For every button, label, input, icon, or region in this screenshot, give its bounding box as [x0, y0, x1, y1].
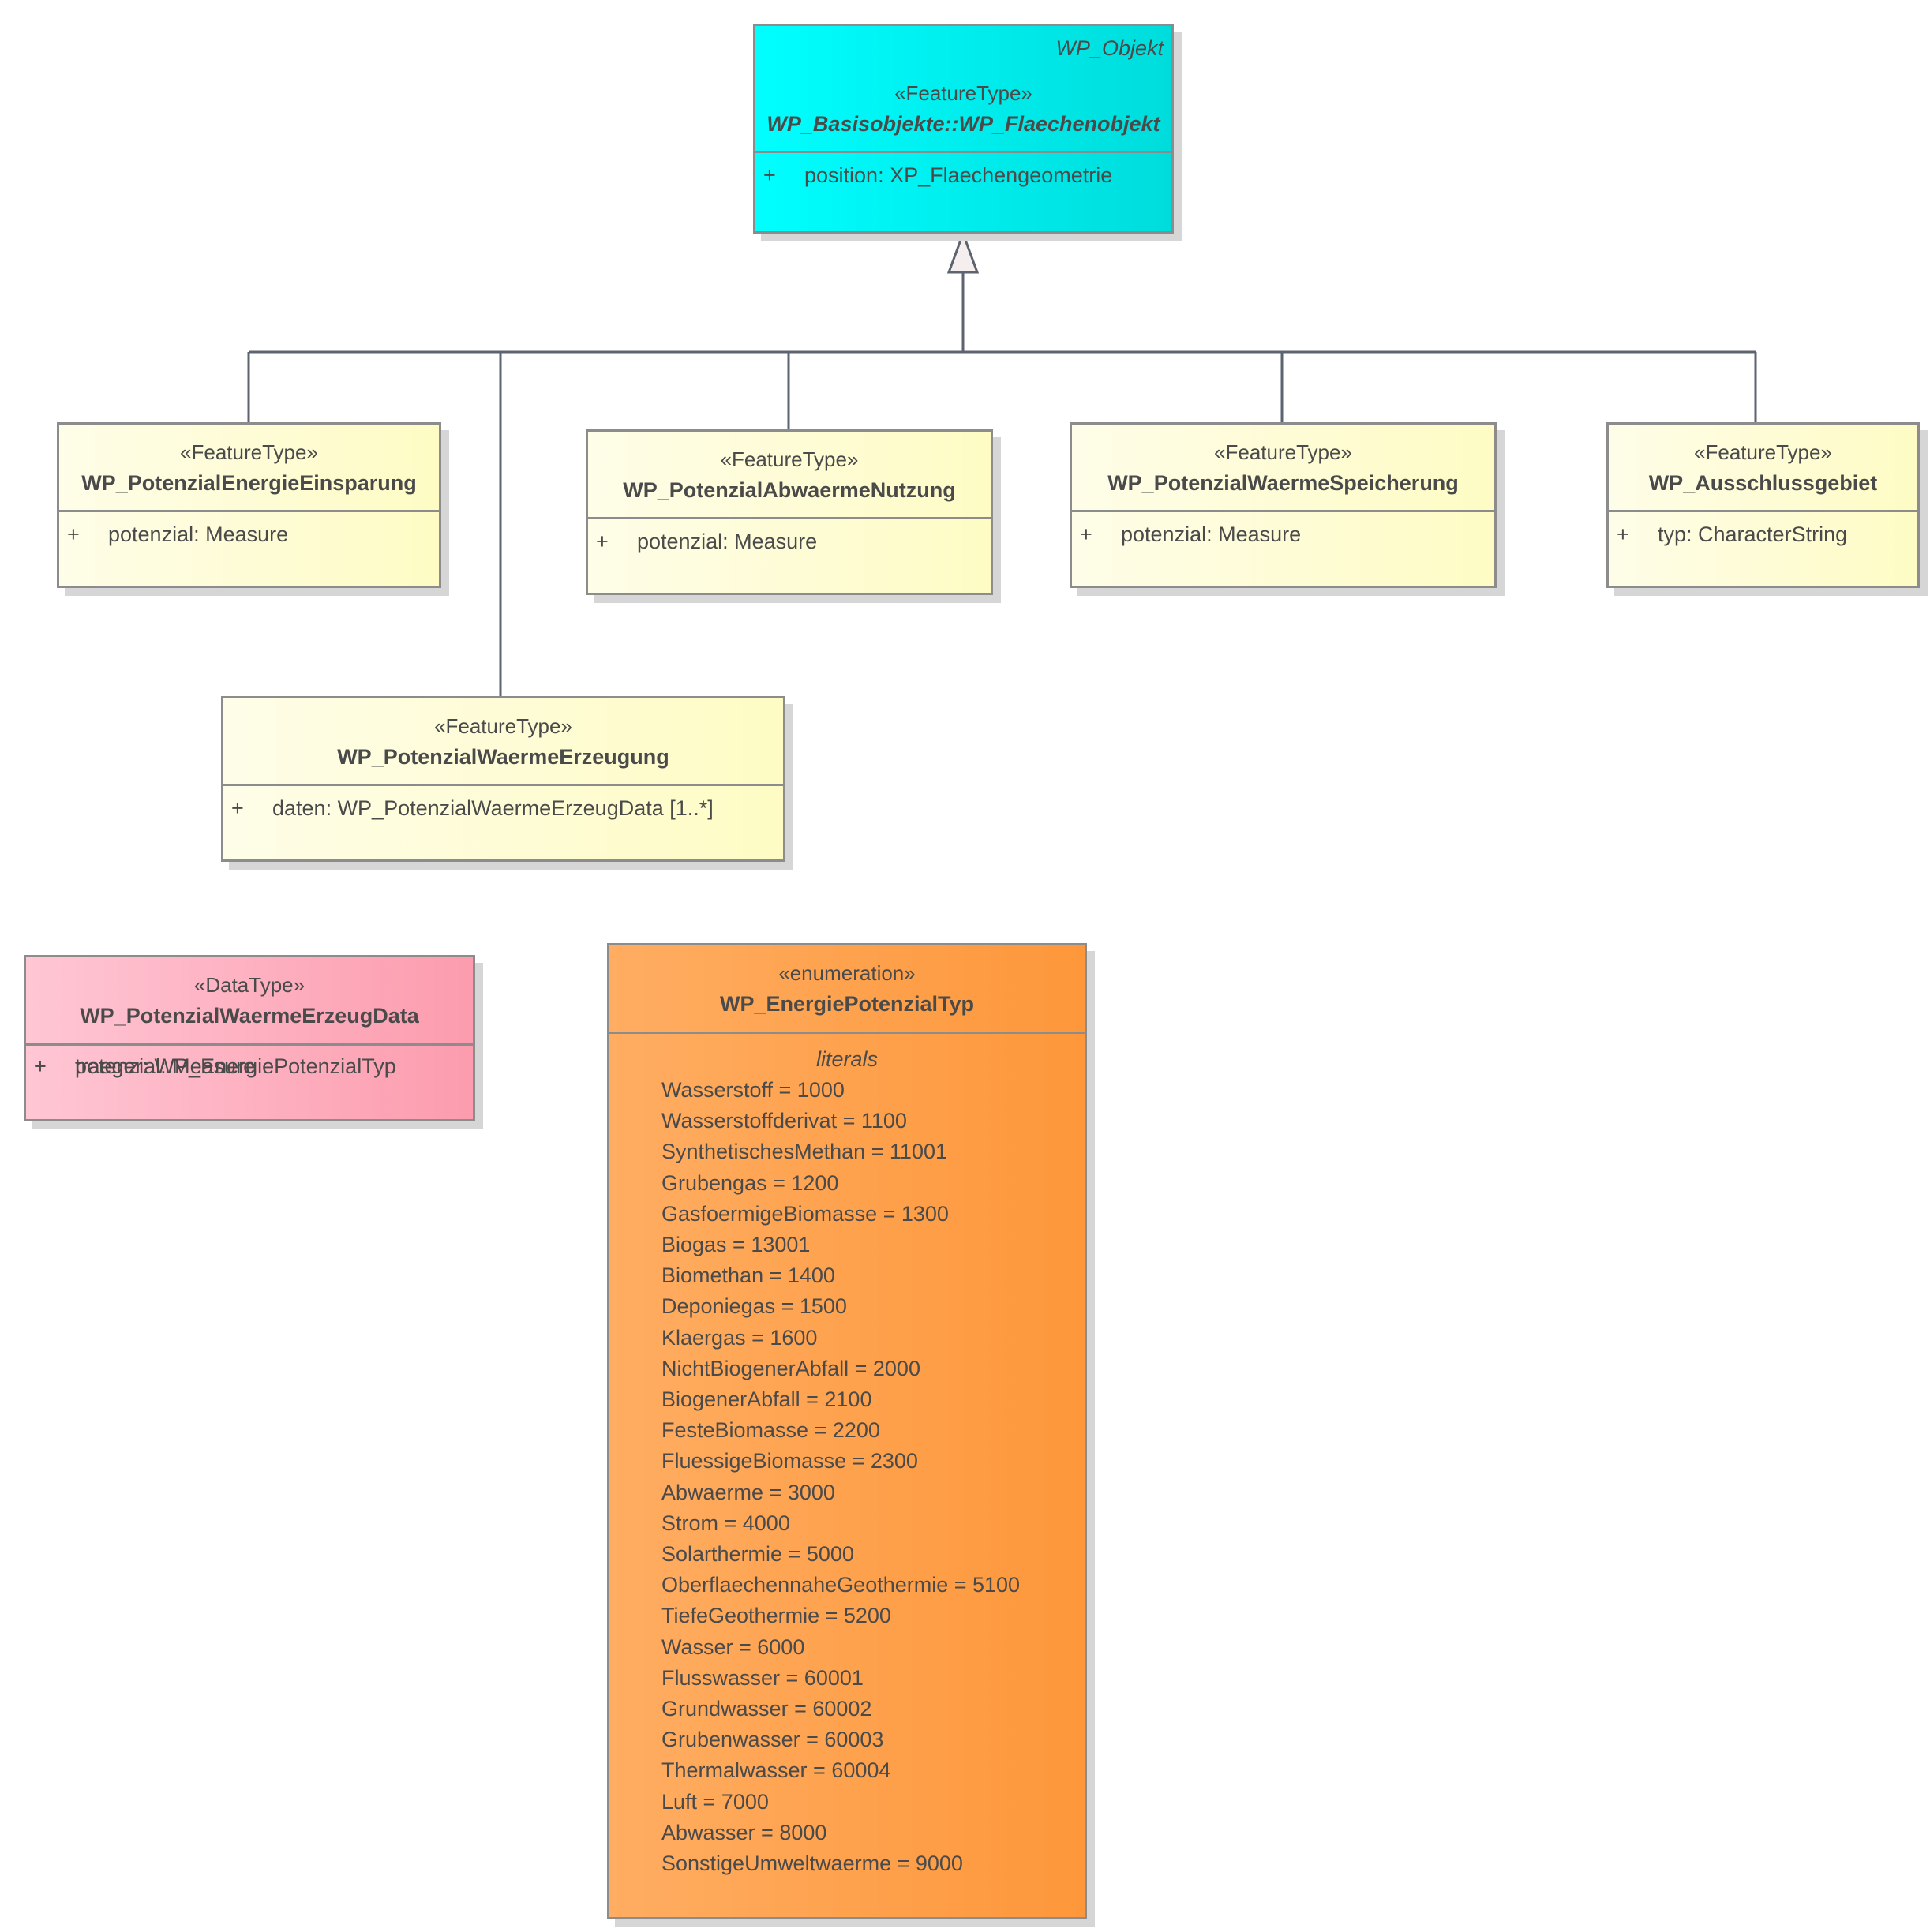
enum-literal: Abwasser = 8000: [661, 1820, 827, 1844]
attribute-visibility: +: [34, 1054, 47, 1078]
attribute-visibility: +: [1617, 522, 1629, 546]
enum-literal: GasfoermigeBiomasse = 1300: [661, 1201, 949, 1226]
class-name: WP_EnergiePotenzialTyp: [719, 992, 975, 1016]
attribute-visibility: +: [67, 522, 80, 546]
enum-literal: Biomethan = 1400: [661, 1264, 835, 1288]
stereotype-label: «FeatureType»: [180, 440, 318, 464]
stereotype-label: «FeatureType»: [894, 81, 1032, 105]
enum-literal: FluessigeBiomasse = 2300: [661, 1449, 918, 1473]
stereotype-label: «DataType»: [193, 973, 305, 997]
attribute-text: daten: WP_PotenzialWaermeErzeugData [1..…: [272, 796, 714, 820]
attribute-visibility: +: [231, 796, 244, 820]
attribute-visibility: +: [34, 1054, 47, 1078]
class-name: WP_PotenzialWaermeErzeugung: [337, 745, 669, 769]
stereotype-label: «FeatureType»: [720, 447, 859, 471]
datatype-wp-potenzial-waerme-erzeug-data[interactable]: «DataType» WP_PotenzialWaermeErzeugData …: [24, 955, 475, 1121]
attribute-text: position: XP_Flaechengeometrie: [804, 163, 1113, 187]
superclass-tag: WP_Objekt: [1055, 36, 1164, 60]
enum-literal: Abwaerme = 3000: [661, 1480, 835, 1504]
attribute-text: potenzial: Measure: [1121, 522, 1302, 546]
class-name: WP_PotenzialWaermeErzeugData: [80, 1004, 419, 1028]
enum-literal: NichtBiogenerAbfall = 2000: [661, 1356, 920, 1380]
enum-literal: OberflaechennaheGeothermie = 5100: [661, 1573, 1021, 1597]
enum-literal: Biogas = 13001: [661, 1233, 811, 1257]
enum-literal: Deponiegas = 1500: [661, 1294, 847, 1319]
class-name: WP_Ausschlussgebiet: [1648, 471, 1878, 495]
stereotype-label: «FeatureType»: [1214, 440, 1352, 464]
enum-literal: Solarthermie = 5000: [661, 1542, 854, 1567]
attribute-text: typ: CharacterString: [1658, 522, 1848, 546]
class-wp-flaechenobjekt[interactable]: WP_Objekt «FeatureType» WP_Basisobjekte:…: [753, 24, 1174, 234]
stereotype-label: «enumeration»: [778, 961, 916, 985]
generalization-arrowhead: [946, 230, 980, 274]
enum-literal: SonstigeUmweltwaerme = 9000: [661, 1852, 963, 1876]
class-wp-potenzial-energie-einsparung[interactable]: «FeatureType» WP_PotenzialEnergieEinspar…: [57, 422, 441, 588]
enumeration-wp-energie-potenzial-typ[interactable]: «enumeration» WP_EnergiePotenzialTyp lit…: [607, 943, 1087, 1919]
stereotype-label: «FeatureType»: [434, 714, 572, 738]
enum-literal: Grubengas = 1200: [661, 1170, 839, 1195]
class-wp-potenzial-abwaerme-nutzung[interactable]: «FeatureType» WP_PotenzialAbwaermeNutzun…: [586, 429, 993, 595]
literals-section-title: literals: [815, 1047, 879, 1071]
enum-literal: Grundwasser = 60002: [661, 1697, 872, 1721]
class-name: WP_Basisobjekte::WP_Flaechenobjekt: [766, 112, 1160, 136]
class-wp-potenzial-waerme-speicherung[interactable]: «FeatureType» WP_PotenzialWaermeSpeicher…: [1070, 422, 1497, 588]
enum-literal: TiefeGeothermie = 5200: [661, 1604, 891, 1628]
enum-literal: Klaergas = 1600: [661, 1325, 818, 1350]
enum-literal: FesteBiomasse = 2200: [661, 1418, 880, 1443]
enum-literal: Strom = 4000: [661, 1511, 790, 1535]
enum-literal: Wasserstoffderivat = 1100: [661, 1109, 907, 1133]
class-name: WP_PotenzialAbwaermeNutzung: [623, 478, 956, 502]
attribute-visibility: +: [596, 530, 609, 553]
attribute-text: traeger: WP_EnergiePotenzialTyp: [75, 1054, 396, 1078]
class-name: WP_PotenzialWaermeSpeicherung: [1107, 471, 1459, 495]
stereotype-label: «FeatureType»: [1694, 440, 1832, 464]
attribute-text: potenzial: Measure: [637, 530, 818, 553]
attribute-text: potenzial: Measure: [75, 1054, 256, 1078]
enum-literal: Flusswasser = 60001: [661, 1665, 864, 1690]
enum-literal: Luft = 7000: [661, 1789, 769, 1814]
class-wp-potenzial-waerme-erzeugung[interactable]: «FeatureType» WP_PotenzialWaermeErzeugun…: [221, 696, 785, 862]
attribute-visibility: +: [1080, 522, 1092, 546]
class-name: WP_PotenzialEnergieEinsparung: [81, 471, 417, 495]
enum-literal: Thermalwasser = 60004: [661, 1758, 891, 1783]
enum-literal: Grubenwasser = 60003: [661, 1728, 884, 1752]
enum-literal: Wasserstoff = 1000: [661, 1078, 845, 1102]
enum-literal: BiogenerAbfall = 2100: [661, 1387, 872, 1412]
enum-literal: Wasser = 6000: [661, 1634, 805, 1659]
enum-literal: SynthetischesMethan = 11001: [661, 1140, 947, 1164]
class-wp-ausschlussgebiet[interactable]: «FeatureType» WP_Ausschlussgebiet + typ:…: [1606, 422, 1920, 588]
attribute-text: potenzial: Measure: [108, 522, 289, 546]
attribute-visibility: +: [763, 163, 776, 187]
